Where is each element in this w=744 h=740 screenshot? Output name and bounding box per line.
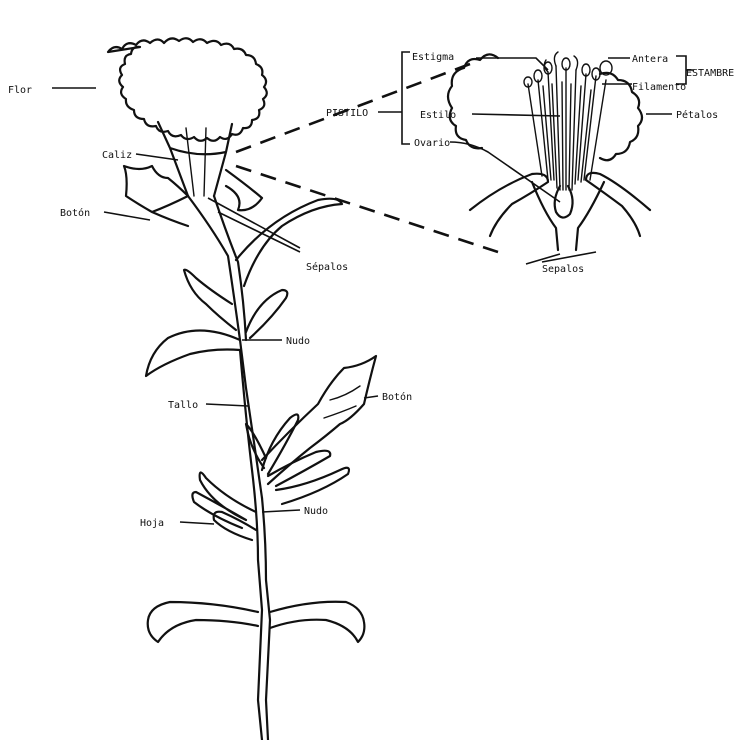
right-bud-branch <box>262 356 376 484</box>
label-flor: Flor <box>8 85 32 96</box>
label-pistilo: PISTILO <box>326 108 368 119</box>
label-antera: Antera <box>632 54 668 65</box>
main-stem-lower <box>240 350 262 740</box>
leader-hoja <box>180 522 214 524</box>
detail-filaments <box>528 66 606 190</box>
leader-sepalos-detail <box>526 252 596 264</box>
label-filamento: Filamento <box>632 82 686 93</box>
label-nudo-upper: Nudo <box>286 336 310 347</box>
middle-cluster-leaf-right <box>276 468 349 504</box>
middle-left-leaf <box>146 330 240 376</box>
calyx-sepal-right <box>226 170 262 210</box>
label-hoja: Hoja <box>140 518 164 529</box>
detail-ovary <box>555 186 573 218</box>
lower-leaf-right <box>270 602 364 642</box>
label-nudo-lower: Nudo <box>304 506 328 517</box>
lower-left-leaves <box>192 472 256 528</box>
lower-leaf-left <box>148 602 258 642</box>
flower-cross-section <box>448 52 650 250</box>
label-ovario: Ovario <box>414 138 450 149</box>
leader-nudo-lower <box>262 510 300 512</box>
leader-ovario <box>450 142 560 202</box>
plant-illustration <box>108 38 376 740</box>
upper-left-leaf <box>184 270 236 330</box>
labels: Flor Caliz Botón Sépalos Nudo Tallo Botó… <box>8 52 734 529</box>
leader-boton-left <box>104 212 150 220</box>
label-sepalos-detail: Sepalos <box>542 264 584 275</box>
label-estambre: ESTAMBRE <box>686 68 734 79</box>
flower-head <box>108 38 267 141</box>
label-estilo: Estilo <box>420 110 456 121</box>
label-estigma: Estigma <box>412 52 454 63</box>
upper-node-right-leaf <box>246 290 287 338</box>
label-boton-left: Botón <box>60 207 90 219</box>
detail-anthers <box>524 58 612 87</box>
leader-tallo <box>206 404 248 406</box>
label-petalos: Pétalos <box>676 109 718 121</box>
label-tallo: Tallo <box>168 400 198 411</box>
leader-estigma <box>476 58 548 70</box>
label-caliz: Caliz <box>102 150 132 161</box>
label-leaders <box>52 52 694 524</box>
label-sepalos-main: Sépalos <box>306 261 348 273</box>
leader-estilo <box>472 114 560 116</box>
main-stem-lower-outline <box>262 498 270 740</box>
label-boton-right: Botón <box>382 391 412 403</box>
